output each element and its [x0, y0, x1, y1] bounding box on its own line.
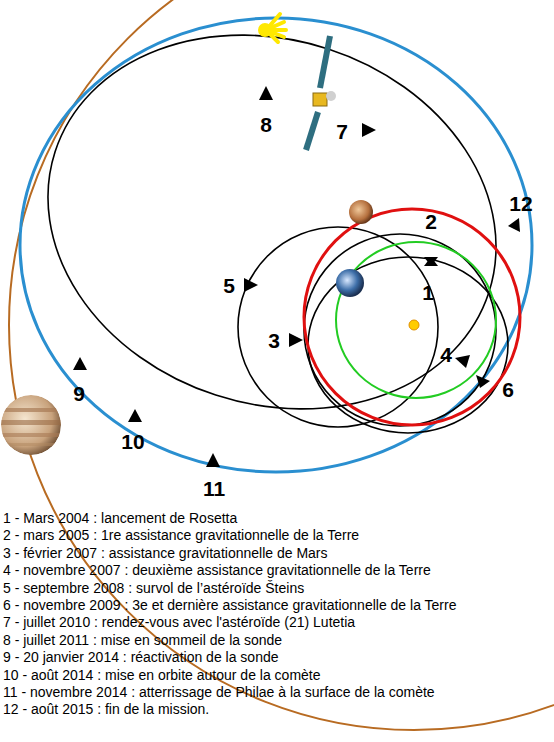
callout-number: 9	[73, 383, 85, 404]
position-markers	[73, 86, 520, 467]
callout-number: 4	[440, 344, 452, 365]
callout-number: 12	[509, 193, 532, 214]
legend-note: 3 - février 2007 : assistance gravitatio…	[3, 545, 328, 562]
callout-number: 10	[121, 431, 144, 452]
legend-note: 11 - novembre 2014 : atterrissage de Phi…	[3, 684, 435, 701]
legend-note: 1 - Mars 2004 : lancement de Rosetta	[3, 510, 237, 527]
earth	[336, 269, 364, 297]
comet	[258, 14, 286, 42]
comet-orbit	[20, 18, 532, 472]
callout-number: 11	[203, 478, 225, 499]
jupiter	[0, 395, 62, 455]
callout-number: 6	[502, 379, 514, 400]
sun	[409, 320, 419, 330]
legend-note: 2 - mars 2005 : 1re assistance gravitati…	[3, 527, 359, 544]
callout-number: 5	[223, 275, 235, 296]
callout-number: 3	[268, 330, 280, 351]
legend-note: 10 - août 2014 : mise en orbite autour d…	[3, 667, 321, 684]
callout-number: 8	[260, 114, 272, 135]
earth-orbit	[336, 242, 496, 398]
callout-number: 1	[422, 282, 434, 303]
legend-note: 9 - 20 janvier 2014 : réactivation de la…	[3, 649, 279, 666]
legend-note: 4 - novembre 2007 : deuxième assistance …	[3, 562, 431, 579]
callout-number: 7	[336, 121, 348, 142]
legend-note: 12 - août 2015 : fin de la mission.	[3, 701, 209, 718]
mars-orbit	[304, 209, 520, 425]
rosetta-probe	[306, 36, 336, 150]
mars	[349, 200, 373, 224]
rosetta-trajectory	[0, 0, 545, 466]
legend-note: 6 - novembre 2009 : 3e et dernière assis…	[3, 597, 456, 614]
callout-number: 2	[425, 211, 437, 232]
legend-note: 8 - juillet 2011 : mise en sommeil de la…	[3, 632, 282, 649]
legend-note: 7 - juillet 2010 : rendez-vous avec l'as…	[3, 614, 355, 631]
legend-note: 5 - septembre 2008 : survol de l’astéroï…	[3, 580, 304, 597]
